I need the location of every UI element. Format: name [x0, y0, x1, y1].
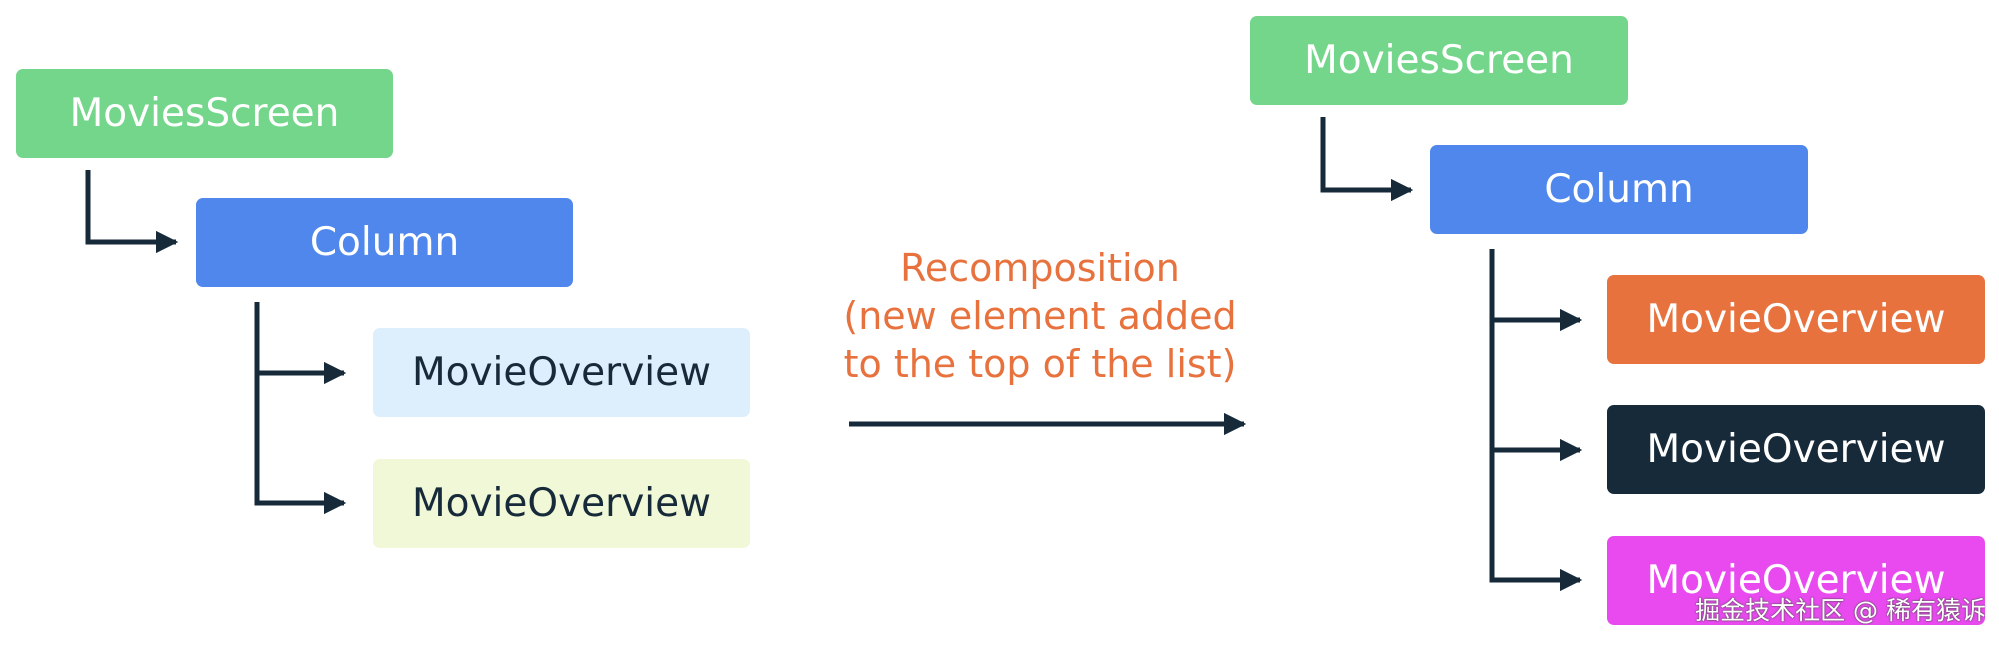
left-movie-overview-node-1: MovieOverview: [373, 328, 750, 417]
right-movie-overview-node-2: MovieOverview: [1607, 405, 1985, 494]
left-movie-overview-node-2: MovieOverview: [373, 459, 750, 548]
left-movie-overview-label-2: MovieOverview: [411, 481, 712, 526]
right-movie-overview-label-2: MovieOverview: [1646, 427, 1946, 472]
right-column-node: Column: [1430, 145, 1808, 234]
right-column-to-child-2-connector: [1489, 320, 1583, 462]
right-movies-screen-node: MoviesScreen: [1250, 16, 1628, 105]
right-column-to-child-3-connector: [1489, 450, 1583, 592]
left-movie-overview-label-1: MovieOverview: [411, 350, 712, 395]
left-root-to-column-connector: [85, 170, 179, 254]
right-movie-overview-node-1: MovieOverview: [1607, 275, 1985, 364]
recomposition-caption: Recomposition (new element added to the …: [820, 244, 1260, 388]
right-movie-overview-label-3: MovieOverview: [1646, 558, 1946, 603]
left-movies-screen-node: MoviesScreen: [16, 69, 393, 158]
caption-line-1: Recomposition: [900, 246, 1180, 290]
left-column-label: Column: [309, 220, 460, 265]
left-column-node: Column: [196, 198, 573, 287]
left-movies-screen-label: MoviesScreen: [69, 91, 340, 136]
left-column-to-child-2-connector: [254, 373, 347, 515]
right-root-to-column-connector: [1320, 117, 1414, 202]
left-column-to-child-1-connector: [254, 302, 347, 385]
right-column-to-child-1-connector: [1489, 249, 1583, 332]
watermark-text: 掘金技术社区 @ 稀有猿诉: [1695, 596, 1986, 625]
caption-line-2: (new element added: [843, 294, 1237, 338]
caption-line-3: to the top of the list): [843, 342, 1237, 386]
right-column-label: Column: [1544, 167, 1694, 212]
right-movie-overview-label-1: MovieOverview: [1646, 297, 1946, 342]
right-movies-screen-label: MoviesScreen: [1304, 38, 1574, 83]
right-movie-overview-node-3: MovieOverview: [1607, 536, 1985, 625]
